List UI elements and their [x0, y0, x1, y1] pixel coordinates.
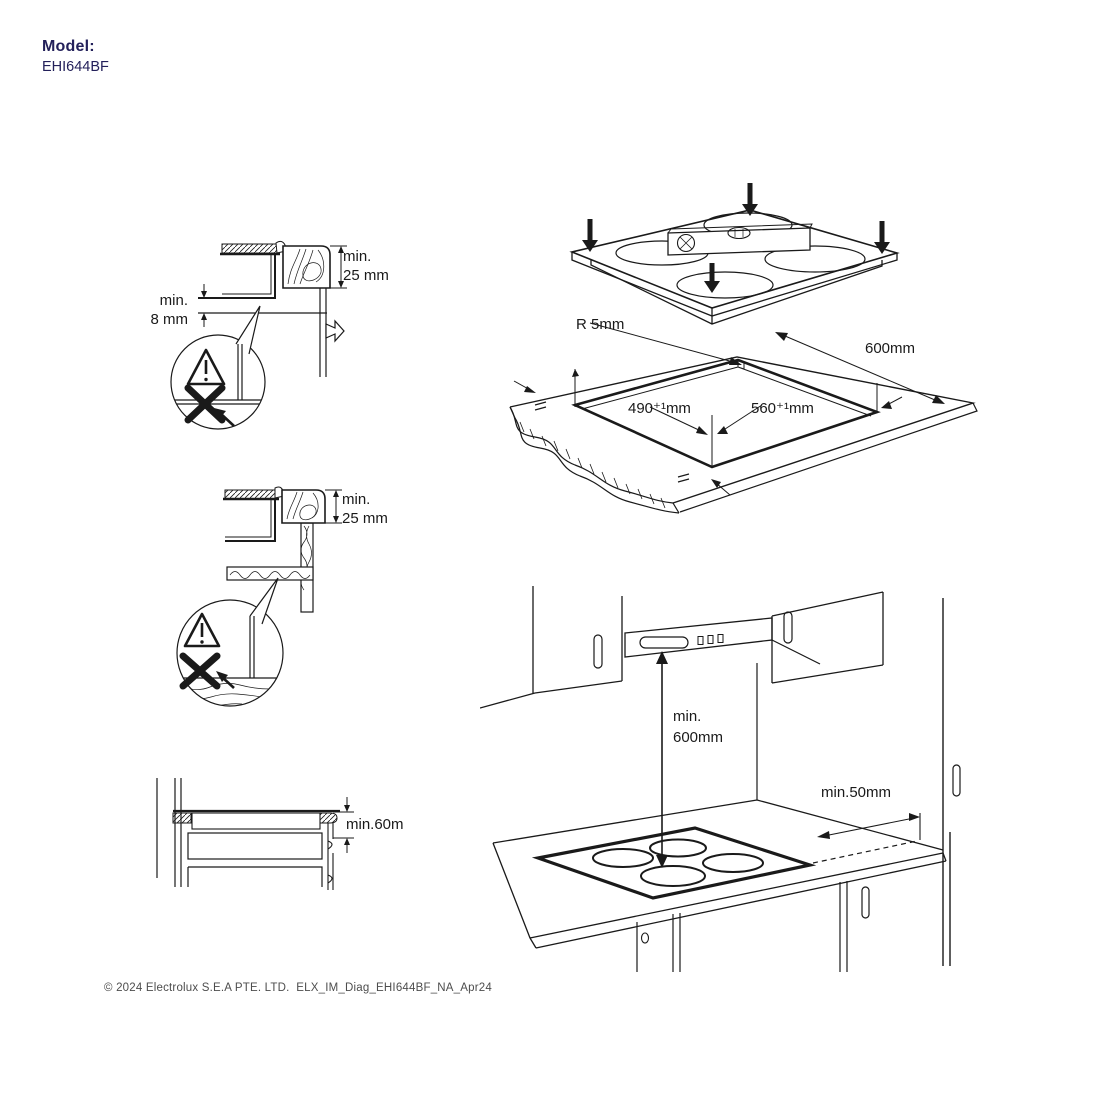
cooktop-top-view: [531, 826, 817, 900]
cooktop-body: [191, 812, 321, 830]
wood-support-block: [282, 245, 331, 289]
dim-side-clearance-arrow: [812, 813, 921, 864]
model-number: EHI644BF: [42, 59, 109, 75]
worktop-cutout: [509, 356, 978, 514]
trim-cap-left: [172, 812, 192, 824]
dim-label-min-600mm: min.600mm: [673, 708, 724, 746]
dim-cutout-arrows: [513, 369, 903, 496]
countertop: [492, 799, 947, 949]
dim-label-radius: R 5mm: [576, 316, 625, 333]
dim-label-600mm: 600mm: [865, 340, 916, 357]
dim-label-min-25mm: min.25 mm: [342, 491, 388, 527]
dim-label-490mm: 490⁺¹mm: [628, 400, 691, 417]
cutout-dimensions-diagram: [509, 183, 978, 514]
cabinet-handle: [952, 764, 961, 797]
flush-section-diagram: [176, 486, 342, 707]
model-label: Model:: [42, 38, 95, 55]
prohibition-cross-icon: [179, 652, 221, 690]
warning-triangle-icon: [183, 612, 221, 648]
dim-600mm-arrow: [775, 332, 945, 404]
hood-button: [707, 635, 714, 644]
worktop-trim: [221, 243, 279, 254]
radius-leader-arrow: [589, 322, 742, 365]
burner: [702, 853, 764, 873]
upper-cabinet-left: [480, 586, 623, 709]
wood-support-block: [281, 489, 326, 524]
pointer-arrow-icon: [214, 408, 235, 427]
dim-label-560mm: 560⁺¹mm: [751, 400, 814, 417]
worktop-trim: [224, 489, 278, 500]
drawer-front: [187, 832, 323, 860]
cabinet-handle: [593, 634, 603, 669]
warning-callout-circle: [176, 599, 284, 707]
cabinet-handle: [640, 932, 650, 944]
dim-25mm-arrow: [325, 489, 342, 524]
tall-cabinet: [942, 598, 961, 966]
drawer-clearance-diagram: [156, 778, 354, 890]
edge-hatch: [519, 421, 666, 509]
trim-cap-right: [319, 812, 338, 824]
dim-label-min-8mm: min.8 mm: [150, 292, 189, 328]
dim-label-min-25mm: min.25 mm: [343, 248, 389, 284]
cooktop-isometric: [569, 209, 900, 325]
dim-60mm-arrow: [333, 797, 354, 853]
copyright-line: © 2024 Electrolux S.E.A PTE. LTD. ELX_IM…: [104, 982, 492, 994]
overlap-section-diagram: [170, 240, 347, 430]
cabinet-handle: [861, 886, 870, 919]
wall-lines: [156, 778, 182, 887]
range-hood: [624, 617, 821, 665]
fixing-bracket: [325, 319, 345, 343]
hood-button: [717, 634, 724, 643]
base-cabinets: [636, 881, 870, 972]
upper-cabinet-right: [771, 591, 884, 684]
cabinet-handle: [783, 611, 793, 644]
hood-control-slot: [639, 636, 689, 649]
burner: [592, 848, 654, 868]
hood-button: [697, 636, 704, 645]
dim-8mm-arrow: [201, 284, 207, 327]
burner: [649, 838, 707, 858]
spirit-level: [667, 223, 813, 256]
dim-label-min-50mm: min.50mm: [821, 784, 892, 801]
burner-right: [764, 245, 866, 273]
drawer-front-2: [187, 866, 323, 887]
pointer-arrow-icon: [216, 671, 235, 689]
prohibition-cross-icon: [184, 384, 226, 424]
equal-marks: [534, 401, 690, 483]
dim-25mm-arrow: [330, 245, 347, 289]
kitchen-clearances-diagram: [480, 586, 961, 972]
dim-label-min-60: min.60m: [346, 816, 404, 833]
burner: [640, 865, 706, 887]
press-down-arrows: [582, 183, 890, 293]
burner-front: [676, 271, 774, 299]
dim-hood-clearance-arrow: [656, 651, 668, 868]
wood-shelf: [226, 566, 314, 581]
warning-triangle-icon: [186, 348, 226, 386]
